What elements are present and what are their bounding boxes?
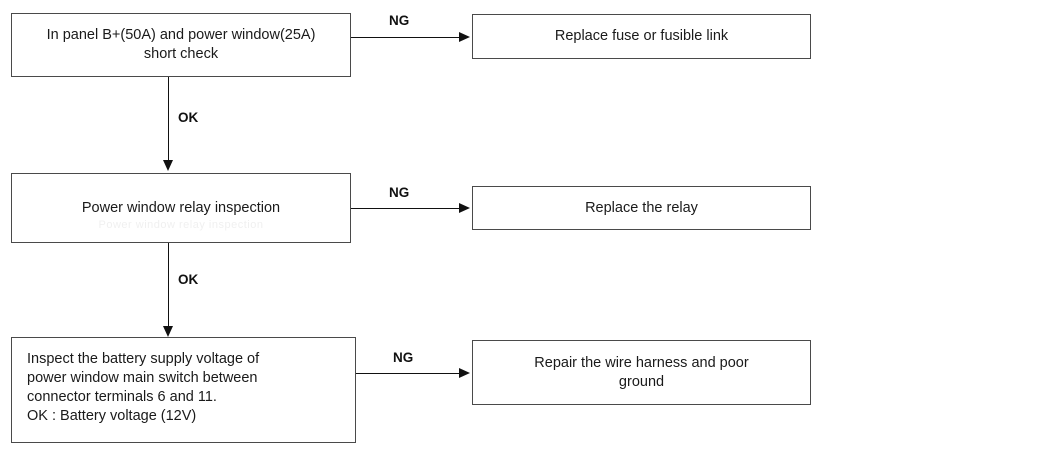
flow-node-outcome-1[interactable]: Replace fuse or fusible link — [472, 14, 811, 59]
flow-node-step-2-label: Power window relay inspection — [81, 199, 281, 216]
flow-node-step-1-label: In panel B+(50A) and power window(25A) s… — [46, 27, 316, 62]
arrowhead-down-icon — [163, 326, 173, 337]
connector-ng-1 — [351, 37, 461, 38]
flow-node-step-2[interactable]: Power window relay inspection Power wind… — [11, 173, 351, 243]
flow-node-outcome-2-label: Replace the relay — [585, 199, 698, 216]
edge-label-ng-2: NG — [389, 185, 410, 200]
connector-ok-2 — [168, 243, 169, 327]
connector-ok-1 — [168, 77, 169, 161]
connector-ng-2 — [351, 208, 461, 209]
connector-ng-3 — [356, 373, 461, 374]
flow-node-outcome-1-label: Replace fuse or fusible link — [554, 28, 729, 44]
arrowhead-right-icon — [459, 32, 470, 42]
arrowhead-right-icon — [459, 368, 470, 378]
edge-label-ng-3: NG — [393, 350, 414, 365]
flow-node-step-2-ghost-label: Power window relay inspection — [98, 219, 264, 231]
flow-node-outcome-3[interactable]: Repair the wire harness and poor ground — [472, 340, 811, 405]
flow-node-outcome-3-label: Repair the wire harness and poor ground — [534, 354, 749, 390]
flow-node-step-3[interactable]: Inspect the battery supply voltage of po… — [11, 337, 356, 443]
edge-label-ok-1: OK — [178, 110, 199, 125]
edge-label-ng-1: NG — [389, 13, 410, 28]
flow-node-outcome-2[interactable]: Replace the relay — [472, 186, 811, 230]
flow-node-step-3-label: Inspect the battery supply voltage of po… — [27, 351, 260, 424]
edge-label-ok-2: OK — [178, 272, 199, 287]
arrowhead-right-icon — [459, 203, 470, 213]
flow-node-step-1[interactable]: In panel B+(50A) and power window(25A) s… — [11, 13, 351, 77]
arrowhead-down-icon — [163, 160, 173, 171]
